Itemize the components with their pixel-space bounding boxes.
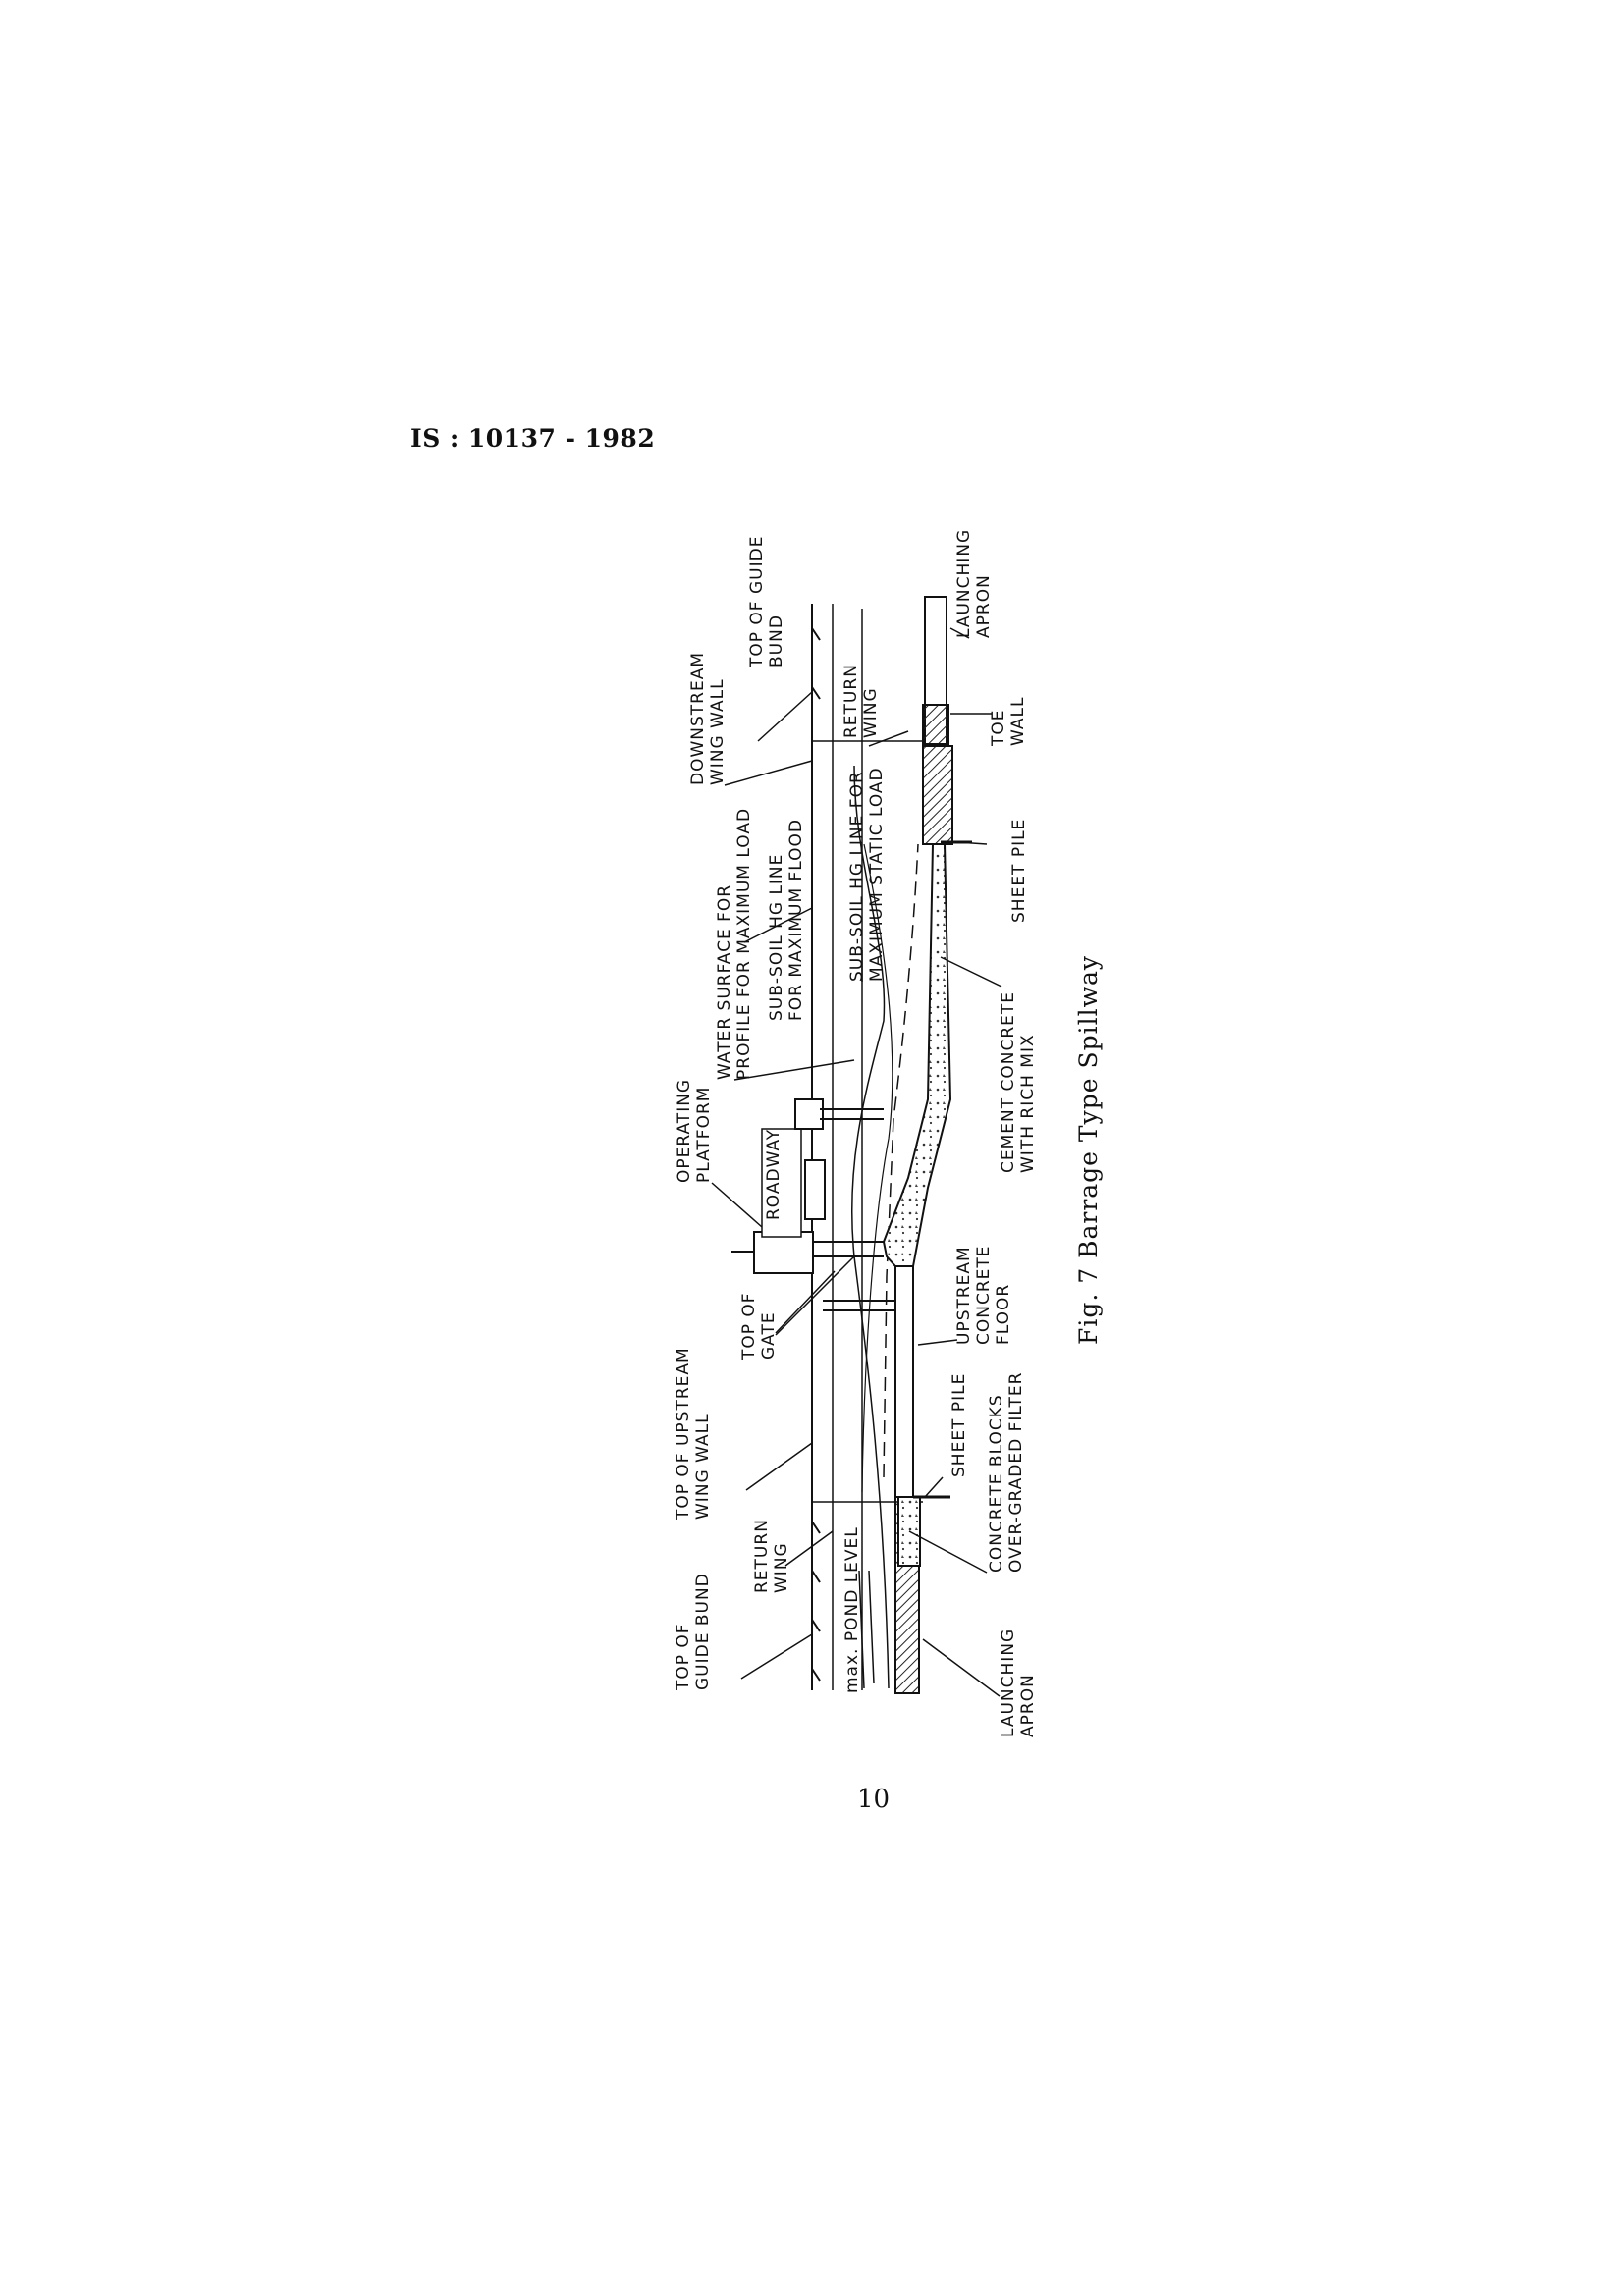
label-top-of-guide-bund-upstream: TOP OF GUIDE BUND (674, 1573, 713, 1691)
label-return-wing-downstream: RETURN WING (841, 658, 881, 738)
pier-stem (813, 1108, 895, 1311)
pier-top (753, 1231, 814, 1274)
hg-line-flood (861, 843, 893, 1493)
label-operating-platform: OPERATING PLATFORM (675, 1072, 714, 1183)
label-upstream-concrete-floor: UPSTREAM CONCRETE FLOOR (954, 1239, 1013, 1345)
label-return-wing-upstream: RETURN WING (752, 1513, 791, 1593)
hg-line-static (883, 843, 919, 1478)
figure-labels: TOP OF GUIDE BUND RETURN WING TOP OF UPS… (674, 522, 1038, 1737)
label-subsoil-hg-static: SUB-SOIL HG LINE FOR MAXIMUM STATIC LOAD (847, 765, 887, 982)
label-cement-concrete: CEMENT CONCRETE WITH RICH MIX (999, 986, 1038, 1173)
label-max-pond-level: max. POND LEVEL (842, 1526, 862, 1693)
structure-drawing (711, 596, 1002, 1697)
label-sheet-pile-downstream: SHEET PILE (1009, 819, 1029, 923)
figure-caption: Fig. 7 Barrage Type Spillway (1074, 955, 1103, 1345)
roadway-rail (794, 1098, 824, 1130)
toe-wall (922, 704, 949, 745)
label-sheet-pile-upstream: SHEET PILE (949, 1373, 969, 1477)
downstream-filter-blocks (922, 745, 953, 845)
leader-lines (711, 627, 1002, 1697)
upstream-concrete-floor (894, 1265, 914, 1498)
label-concrete-blocks: CONCRETE BLOCKS OVER-GRADED FILTER (987, 1372, 1026, 1573)
label-launching-apron-downstream: LAUNCHING APRON (954, 522, 994, 638)
pond-level-marks (858, 1570, 875, 1689)
label-top-of-gate: TOP OF GATE (739, 1286, 779, 1361)
label-toe-wall: TOE WALL (989, 697, 1028, 747)
operating-platform-deck (804, 1159, 826, 1220)
label-downstream-wing-wall: DOWNSTREAM WING WALL (688, 646, 728, 785)
label-roadway: ROADWAY (764, 1129, 784, 1220)
roadway-deck (761, 1128, 802, 1238)
glacis-concrete (882, 843, 952, 1267)
document-header: IS : 10137 - 1982 (410, 424, 656, 453)
label-launching-apron-upstream: LAUNCHING APRON (999, 1622, 1038, 1737)
guide-bund-ticks (811, 627, 821, 1682)
label-top-of-guide-bund-downstream: TOP OF GUIDE BUND (747, 529, 786, 668)
label-water-surface: WATER SURFACE FOR PROFILE FOR MAXIMUM LO… (715, 808, 754, 1080)
water-surface-line (851, 765, 890, 1689)
label-top-of-upstream-wing-wall: TOP OF UPSTREAM WING WALL (674, 1341, 713, 1521)
label-subsoil-hg-flood: SUB-SOIL HG LINE FOR MAXIMUM FLOOD (767, 819, 806, 1021)
page-number: 10 (857, 1785, 891, 1814)
